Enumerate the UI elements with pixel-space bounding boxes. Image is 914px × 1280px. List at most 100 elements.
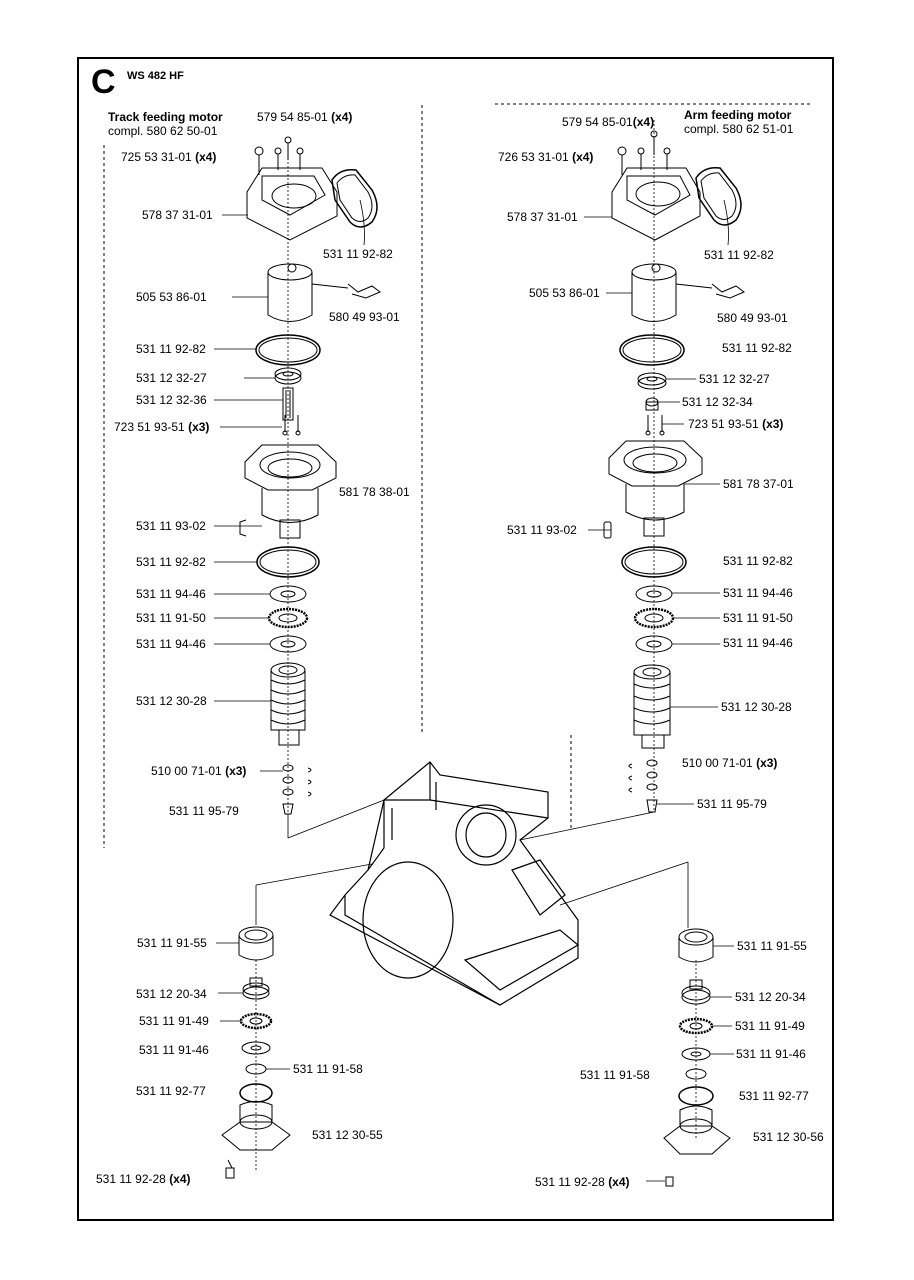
- bottom-right-stack: [663, 928, 731, 1187]
- part-label: 531 12 32-36: [136, 393, 207, 407]
- part-label: 531 12 32-34: [682, 395, 753, 409]
- part-label: 531 11 93-02: [507, 523, 577, 537]
- bottom-left-stack: [221, 926, 291, 1179]
- spline-sleeve-icon: [633, 664, 671, 749]
- assembly-lines: [255, 799, 689, 928]
- part-label: 531 12 30-56: [753, 1130, 824, 1144]
- part-label: 531 12 32-27: [699, 372, 770, 386]
- part-label: 505 53 86-01: [136, 290, 207, 304]
- circlip-icon: [282, 764, 294, 796]
- gasket-icon: [331, 168, 378, 228]
- washer-icon: [241, 1041, 271, 1055]
- gearbox-housing-icon: [329, 761, 580, 1006]
- model-name: WS 482 HF: [127, 70, 184, 82]
- part-label: 531 11 91-50: [136, 611, 206, 625]
- screw-icon: [645, 415, 665, 436]
- part-label: 531 11 92-82: [136, 555, 206, 569]
- right-title-line1: Arm feeding motor: [684, 108, 792, 122]
- part-label: 531 12 30-55: [312, 1128, 383, 1142]
- needle-bearing-icon: [239, 1012, 273, 1030]
- part-label: 531 11 92-28 (x4): [535, 1175, 630, 1189]
- part-label: 531 11 91-49: [139, 1014, 209, 1028]
- screw-icon: [665, 1176, 674, 1187]
- cover-plate-icon: [611, 167, 701, 241]
- part-label: 723 51 93-51 (x3): [688, 417, 784, 431]
- part-label: 531 11 94-46: [723, 636, 793, 650]
- part-label: 531 11 91-58: [580, 1068, 650, 1082]
- part-label: 531 11 93-02: [136, 519, 206, 533]
- part-label: 531 11 92-82: [704, 248, 774, 262]
- screw-icon: [274, 147, 282, 170]
- right-assembly-title: Arm feeding motor compl. 580 62 51-01: [684, 108, 793, 136]
- cover-flange-icon: [663, 1105, 731, 1155]
- bushing-icon: [678, 928, 714, 963]
- part-label: 531 11 92-82: [136, 342, 206, 356]
- part-label: 531 11 92-82: [323, 247, 393, 261]
- screw-icon: [617, 146, 627, 175]
- o-ring-icon: [619, 334, 685, 366]
- part-label: 531 11 92-82: [723, 554, 793, 568]
- left-assembly-title: Track feeding motor compl. 580 62 50-01: [108, 110, 223, 138]
- gasket-icon: [695, 166, 742, 226]
- housing-icon: [244, 444, 337, 539]
- screw-icon: [225, 1159, 235, 1179]
- part-label: 725 53 31-01 (x4): [121, 150, 217, 164]
- fitting-icon: [311, 283, 381, 299]
- motor-icon: [267, 263, 313, 322]
- part-label: 510 00 71-01 (x3): [151, 764, 247, 778]
- screw-icon: [254, 146, 264, 175]
- nipple-icon: [282, 803, 294, 815]
- left-title-line1: Track feeding motor: [108, 110, 223, 124]
- part-label: 531 11 91-46: [736, 1047, 806, 1061]
- part-label: 531 11 95-79: [169, 804, 239, 818]
- diagram-frame: [77, 57, 834, 1221]
- part-label: 531 11 92-77: [136, 1084, 206, 1098]
- part-label: 581 78 37-01: [723, 477, 794, 491]
- part-label: 580 49 93-01: [717, 311, 788, 325]
- screw-icon: [637, 147, 645, 170]
- cover-plate-icon: [246, 167, 338, 241]
- part-label: 579 54 85-01(x4): [562, 115, 655, 129]
- section-letter: C: [91, 63, 116, 101]
- screw-icon: [663, 147, 671, 170]
- left-title-line2: compl. 580 62 50-01: [108, 124, 218, 138]
- part-label: 531 11 92-28 (x4): [96, 1172, 191, 1186]
- part-label: 578 37 31-01: [142, 208, 213, 222]
- part-label: 578 37 31-01: [507, 210, 578, 224]
- part-label: 531 11 91-50: [723, 611, 793, 625]
- cover-flange-icon: [221, 1101, 291, 1151]
- part-label: 723 51 93-51 (x3): [114, 420, 210, 434]
- part-label: 531 11 92-82: [722, 341, 792, 355]
- housing-icon: [608, 440, 703, 537]
- screw-icon: [650, 130, 658, 155]
- washer-icon: [685, 1068, 707, 1080]
- dashed-separators: [103, 103, 812, 848]
- part-label: 579 54 85-01 (x4): [257, 110, 353, 124]
- o-ring-icon: [621, 546, 687, 578]
- nipple-icon: [646, 799, 658, 813]
- label-leaders: [214, 199, 734, 1182]
- part-label: 531 12 20-34: [136, 987, 207, 1001]
- motor-icon: [631, 263, 677, 322]
- part-label: 726 53 31-01 (x4): [498, 150, 594, 164]
- o-ring-icon: [678, 1086, 714, 1106]
- part-label: 531 11 94-46: [136, 587, 206, 601]
- screw-icon: [296, 147, 304, 170]
- left-motor-stack: [239, 136, 381, 815]
- part-label: 580 49 93-01: [329, 310, 400, 324]
- part-label: 531 11 91-55: [137, 936, 207, 950]
- shaft-icon: [282, 387, 294, 421]
- bushing-icon: [238, 926, 274, 961]
- part-label: 531 12 30-28: [136, 694, 207, 708]
- part-label: 531 12 20-34: [735, 990, 806, 1004]
- part-label: 531 12 32-27: [136, 371, 207, 385]
- washer-icon: [635, 585, 673, 603]
- spline-sleeve-icon: [270, 662, 306, 746]
- part-label: 505 53 86-01: [529, 286, 600, 300]
- circlip-icon: [646, 759, 658, 791]
- part-label: 510 00 71-01 (x3): [682, 756, 778, 770]
- o-ring-icon: [255, 334, 321, 366]
- right-motor-stack: [603, 120, 745, 813]
- part-label: 531 11 91-49: [735, 1019, 805, 1033]
